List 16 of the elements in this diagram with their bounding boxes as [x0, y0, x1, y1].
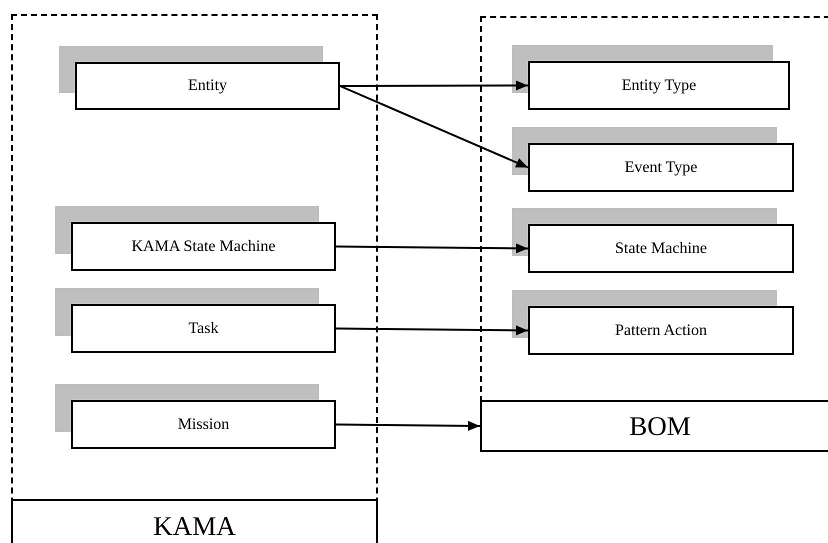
dashed-container	[480, 16, 828, 452]
container-label: BOM	[480, 400, 828, 452]
arrow	[336, 243, 528, 254]
process-box: Mission	[71, 400, 336, 449]
arrow	[340, 80, 528, 91]
arrow	[340, 85, 528, 168]
process-box: Pattern Action	[528, 306, 794, 355]
process-box: State Machine	[528, 224, 794, 273]
arrow	[336, 325, 528, 336]
process-box: Entity Type	[528, 61, 790, 110]
process-box: KAMA State Machine	[71, 222, 336, 271]
process-box: Task	[71, 304, 336, 353]
process-box: Entity	[75, 62, 340, 110]
dashed-container	[11, 14, 378, 543]
process-box: Event Type	[528, 143, 794, 192]
arrow	[336, 420, 480, 431]
